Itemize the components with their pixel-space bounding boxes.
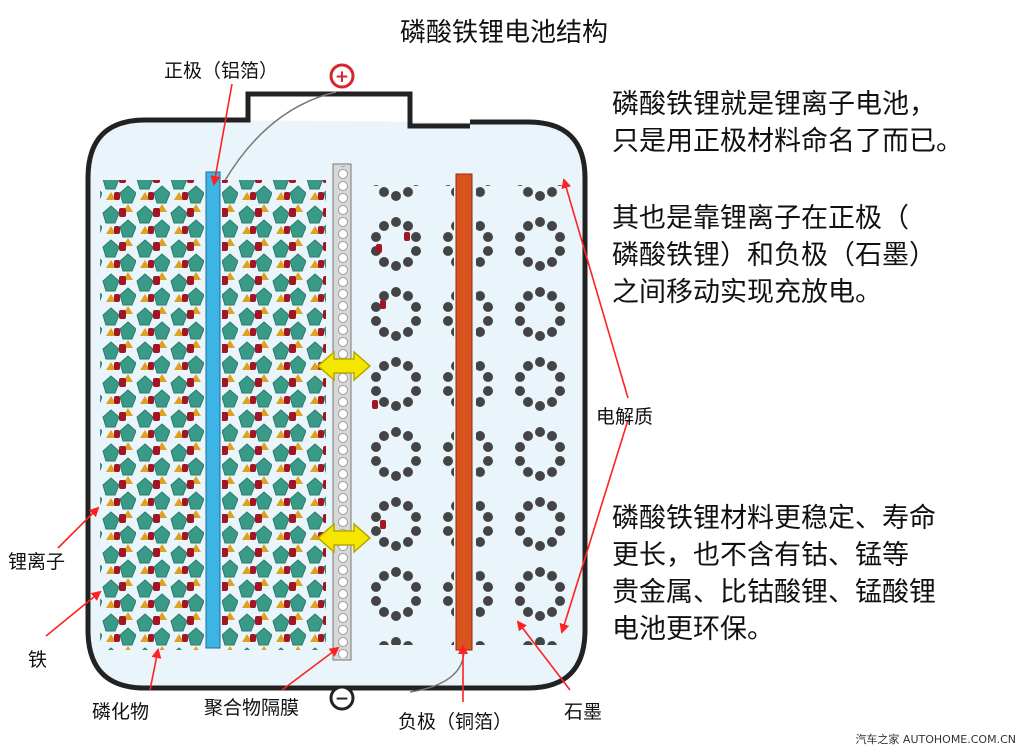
- ion-flow-arrow-upper: [316, 350, 372, 382]
- aluminum-foil: [205, 171, 221, 649]
- tab-wire: [223, 91, 337, 183]
- note-1-line-1: 磷酸铁锂就是锂离子电池，: [612, 89, 936, 120]
- label-lithium-ion: 锂离子: [8, 551, 66, 573]
- note-1-line-2: 只是用正极材料命名了而已。: [612, 126, 963, 157]
- label-negative-electrode: 负极（铜箔）: [398, 711, 513, 733]
- note-1: 磷酸铁锂就是锂离子电池， 只是用正极材料命名了而已。: [612, 86, 963, 160]
- label-phosphate: 磷化物: [92, 701, 150, 723]
- label-electrolyte: 电解质: [596, 406, 654, 428]
- negative-terminal-icon: −: [329, 685, 355, 711]
- note-3-line-1: 磷酸铁锂材料更稳定、寿命: [612, 503, 936, 534]
- note-2-line-2: 磷酸铁锂）和负极（石墨）: [612, 240, 936, 271]
- graphite-left: [362, 185, 454, 645]
- note-2-line-3: 之间移动实现充放电。: [612, 277, 882, 308]
- pointer-arrows: [45, 83, 629, 702]
- note-3: 磷酸铁锂材料更稳定、寿命 更长，也不含有钴、锰等 贵金属、比钴酸锂、锰酸锂 电池…: [612, 500, 936, 648]
- label-separator: 聚合物隔膜: [204, 697, 300, 719]
- label-graphite: 石墨: [564, 701, 603, 723]
- graphite-right: [476, 185, 568, 645]
- svg-text:−: −: [335, 689, 349, 709]
- note-3-line-4: 电池更环保。: [612, 614, 774, 645]
- copper-foil: [455, 173, 473, 651]
- diagram-title: 磷酸铁锂电池结构: [400, 18, 609, 48]
- note-2-line-1: 其也是靠锂离子在正极（: [612, 203, 909, 234]
- label-iron: 铁: [28, 649, 48, 671]
- migrating-lithium-ions: [372, 232, 410, 529]
- cathode-lattice-right: [222, 180, 326, 650]
- positive-terminal-icon: +: [329, 63, 355, 89]
- ion-flow-arrow-lower: [316, 522, 372, 554]
- note-3-line-3: 贵金属、比钴酸锂、锰酸锂: [612, 577, 936, 608]
- note-3-line-2: 更长，也不含有钴、锰等: [612, 540, 909, 571]
- svg-text:+: +: [335, 67, 349, 87]
- label-positive-electrode: 正极（铝箔）: [164, 60, 279, 82]
- separator-pores: [335, 166, 349, 658]
- watermark: 汽车之家 AUTOHOME.COM.CN: [855, 733, 1016, 746]
- note-2: 其也是靠锂离子在正极（ 磷酸铁锂）和负极（石墨） 之间移动实现充放电。: [612, 200, 936, 311]
- cathode-lattice-left: [100, 180, 204, 650]
